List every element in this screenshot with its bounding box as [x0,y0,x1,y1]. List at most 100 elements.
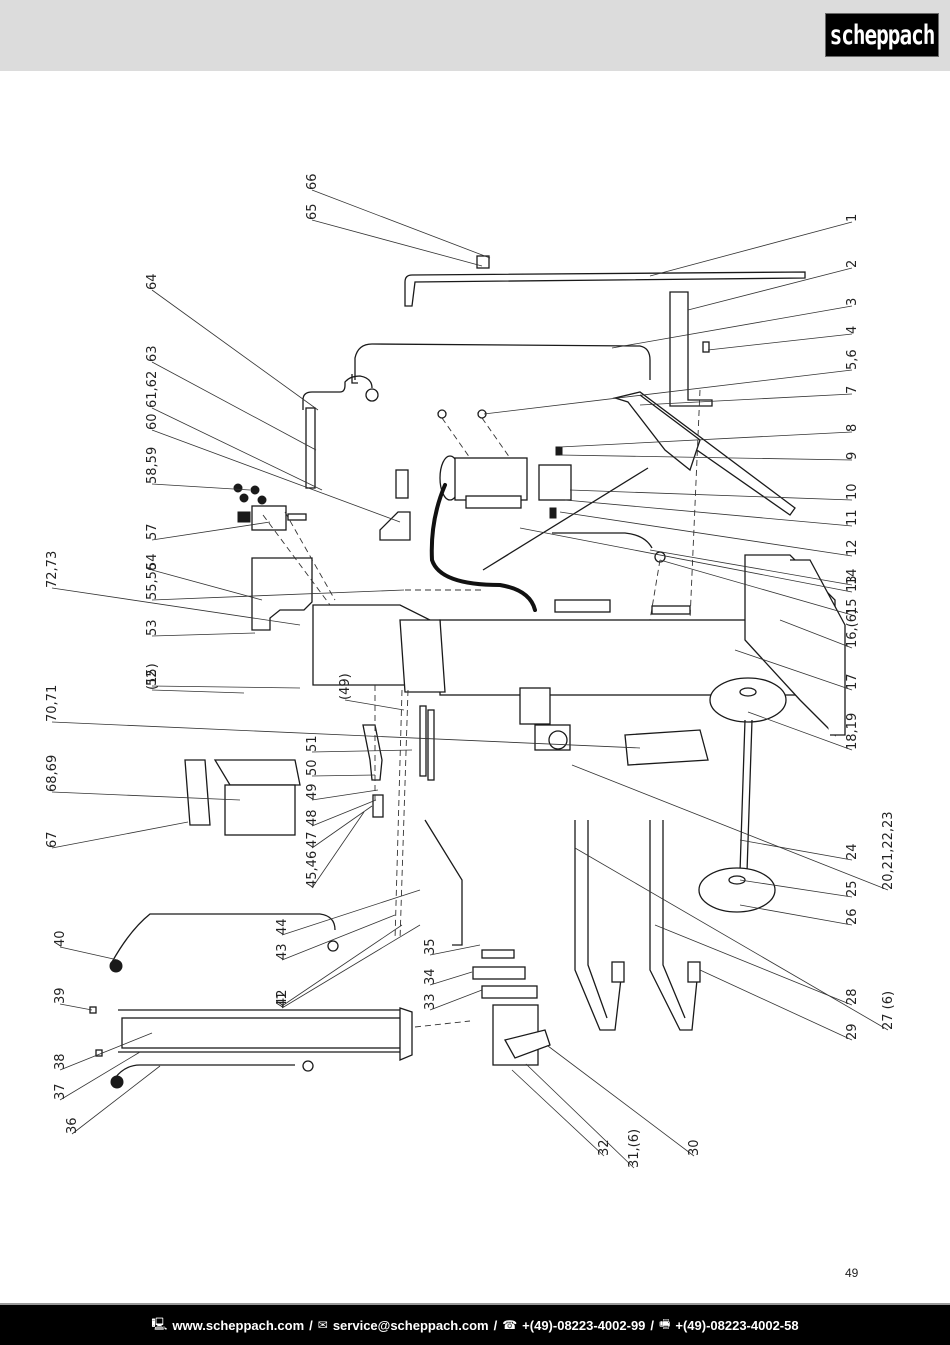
assembly-line [262,511,336,606]
leader-line [51,821,189,849]
leader-line [151,483,251,491]
leader-line [525,1063,635,1169]
part-48-handle-assembly [362,705,463,946]
part-callout-label: 30 [687,1139,702,1156]
website-link[interactable]: www.scheppach.com [172,1317,305,1333]
part-callout-label: 15 [845,598,860,615]
separator: / [309,1317,313,1333]
part-callout-label: 50 [305,759,320,776]
brand-name: scheppach [829,20,936,50]
assembly-line [374,685,409,941]
part-callout-label: 7 [845,386,860,394]
leader-line [151,289,319,411]
leader-line [311,789,379,801]
part-callout-label: 3 [845,298,860,306]
part-callout-label: 17 [845,673,860,690]
leader-line [699,969,853,1041]
leader-line [51,587,301,626]
part-callout-label: 45,46 [305,851,320,888]
computer-icon: 🖳 [151,1316,168,1331]
part-64-lever-tube [302,375,379,489]
leader-line [511,1069,605,1157]
leader-line [649,549,853,586]
part-18-wheel-upper [709,677,787,723]
email-link[interactable]: service@scheppach.com [332,1317,489,1333]
leader-line [739,879,853,898]
part-callout-label: 13 [845,575,860,592]
separator: / [650,1317,655,1333]
part-callout-label: 28 [845,988,860,1005]
part-callout-label: 60 [145,413,160,430]
right-callouts: 12345,678910111213141516,(6)1718,1920,21… [483,214,896,1041]
part-callout-label: 47 [305,831,320,848]
part-44-hydraulic-line-top [109,913,339,973]
part-callout-label: 64 [145,273,160,290]
leader-line [281,914,396,961]
leader-line [151,361,317,451]
part-callout-label: 20,21,22,23 [881,811,896,890]
part-callout-label: 32 [597,1139,612,1156]
part-callout-label: 34 [423,968,438,985]
fax-icon: 🖷 [659,1316,671,1331]
part-callout-label: 40 [53,930,68,947]
diagram-svg: 12345,678910111213141516,(6)1718,1920,21… [45,173,896,1169]
page-number: 49 [845,1266,859,1280]
part-callout-label: 12 [845,539,860,556]
leader-line [281,924,421,1009]
part-callout-label: 14 [845,568,860,585]
part-68-motor-housing [184,759,301,836]
leader-line [649,221,853,277]
part-callout-label: 16,(6) [845,609,860,648]
part-7-splitting-wedge [612,391,796,516]
leader-line [734,649,853,691]
leader-line [311,749,413,753]
part-callout-label: 25 [845,880,860,897]
part-callout-label: 5,6 [845,349,860,370]
left-callouts: 6566646361,626058,595755,565472,735352(1… [45,173,702,1169]
assembly-line [414,1020,471,1028]
leader-line [564,499,853,527]
leader-line [559,454,853,461]
leader-line [151,689,245,694]
leader-line [311,189,491,259]
leader-line [311,799,377,827]
part-callout-label: 65 [305,203,320,220]
leader-line [151,569,263,601]
part-callout-label: 31,(6) [627,1129,642,1168]
part-callout-label: 27 (6) [881,991,896,1030]
leader-line [344,699,405,711]
leader-line [483,369,853,415]
part-callout-label: 67 [45,831,60,848]
part-callout-label: 18,19 [845,713,860,750]
part-callout-label: 51 [305,735,320,752]
part-callout-label: 8 [845,424,860,432]
phone-number: +(49)-08223-4002-99 [522,1317,646,1333]
part-24-axle [739,719,753,873]
leader-line [71,1065,161,1135]
part-callout-label: 11 [845,509,860,526]
leader-line [151,685,301,689]
leader-line [574,847,889,1031]
leader-line [59,1051,141,1101]
part-callout-label: 33 [423,993,438,1010]
leader-line [281,889,421,936]
leader-line [151,589,405,601]
leader-line [51,721,641,749]
part-36-hydraulic-line-bottom [110,1060,314,1089]
leader-line [151,407,323,491]
leader-line [611,305,853,349]
phone-icon: ☎ [502,1318,518,1332]
part-callout-label: 38 [53,1053,68,1070]
part-callout-label: 68,69 [45,755,60,792]
leader-line [519,527,853,593]
part-callout-label: 29 [845,1023,860,1040]
leader-line [151,521,271,541]
part-motor [437,409,528,509]
part-38-cylinder [89,1006,413,1061]
part-callout-label: 72,73 [45,551,60,588]
leader-line [747,711,853,751]
leader-line [59,1003,93,1011]
leader-line [559,431,853,448]
leader-line [59,1032,153,1071]
